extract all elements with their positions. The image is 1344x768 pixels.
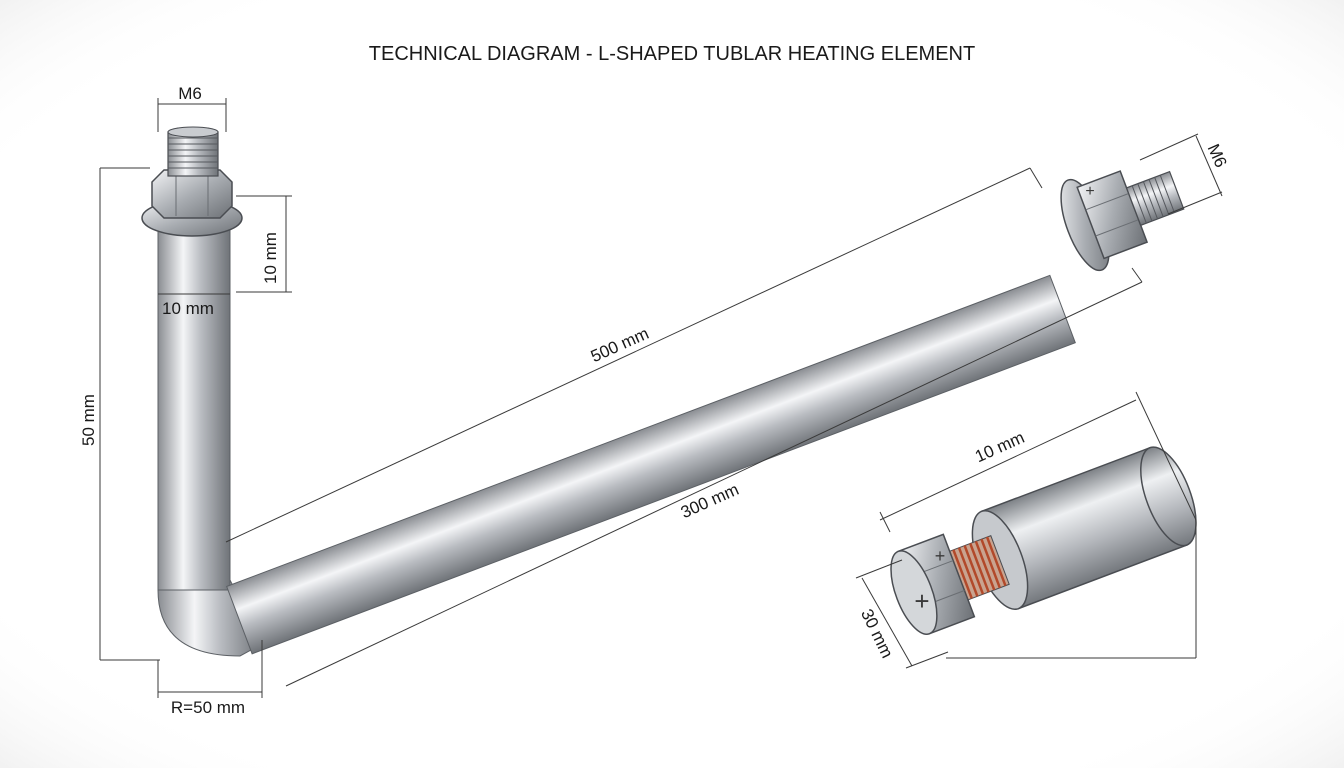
dim-bend-radius: R=50 mm xyxy=(171,698,245,717)
plus-mark-right: + xyxy=(1085,183,1094,200)
dim-vertical-leg: 50 mm xyxy=(79,394,98,446)
dim-tube-diameter: 10 mm xyxy=(162,299,214,318)
dim-nut-height: 10 mm xyxy=(261,232,280,284)
heating-element-tube xyxy=(157,221,1076,657)
plus-mark-detail-top: + xyxy=(935,546,946,566)
dim-m6-top: M6 xyxy=(178,84,202,103)
plus-mark-detail-face: + xyxy=(914,586,929,616)
right-fitting xyxy=(1060,170,1185,272)
dimension-lines xyxy=(99,98,1223,698)
terminal-detail-view: + + xyxy=(890,446,1197,635)
detail-dimension-lines xyxy=(855,391,1197,669)
top-fitting xyxy=(141,126,243,237)
diagram-title: TECHNICAL DIAGRAM - L-SHAPED TUBLAR HEAT… xyxy=(369,43,975,65)
